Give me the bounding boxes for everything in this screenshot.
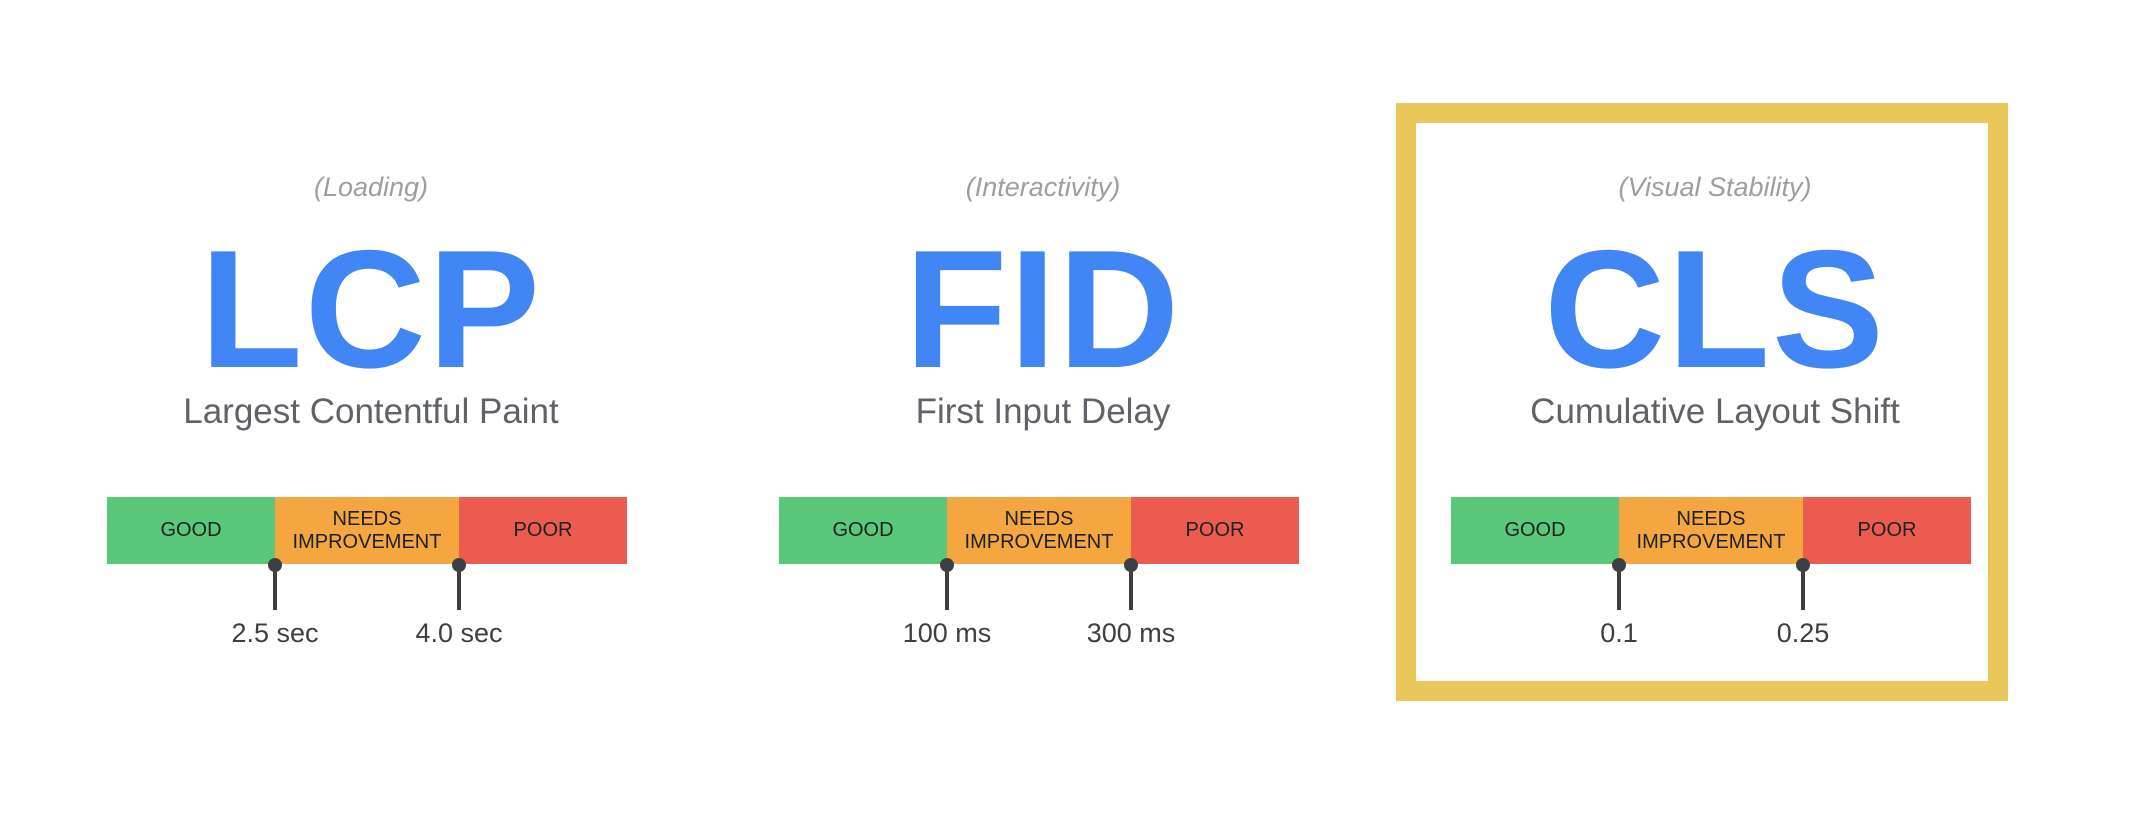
metric-full-name: First Input Delay	[915, 392, 1171, 431]
threshold-bar: GOOD NEEDS IMPROVEMENT POOR	[107, 497, 627, 564]
metric-fid: (Interactivity) FID First Input Delay GO…	[763, 0, 1323, 832]
highlight-frame	[1396, 103, 2008, 701]
segment-poor: POOR	[1131, 497, 1299, 564]
segment-needs-improvement: NEEDS IMPROVEMENT	[947, 497, 1131, 564]
threshold-marker-poor	[1124, 558, 1138, 610]
threshold-marker-good	[1612, 558, 1626, 610]
metric-category: (Loading)	[313, 172, 429, 202]
threshold-label-good: 2.5 sec	[231, 618, 319, 648]
metric-acronym: LCP	[200, 215, 542, 403]
metric-lcp: (Loading) LCP Largest Contentful Paint G…	[91, 0, 651, 832]
metric-category: (Visual Stability)	[1618, 172, 1812, 202]
metric-acronym: CLS	[1544, 215, 1886, 403]
metric-cls: (Visual Stability) CLS Cumulative Layout…	[1435, 0, 1995, 832]
threshold-label-good: 0.1	[1600, 618, 1638, 648]
metric-full-name: Cumulative Layout Shift	[1530, 392, 1900, 431]
segment-poor: POOR	[1803, 497, 1971, 564]
metric-full-name: Largest Contentful Paint	[183, 392, 559, 431]
threshold-marker-poor	[452, 558, 466, 610]
threshold-marker-poor	[1796, 558, 1810, 610]
segment-good: GOOD	[107, 497, 275, 564]
threshold-marker-good	[940, 558, 954, 610]
segment-needs-improvement: NEEDS IMPROVEMENT	[275, 497, 459, 564]
threshold-marker-good	[268, 558, 282, 610]
segment-good: GOOD	[779, 497, 947, 564]
threshold-label-poor: 0.25	[1776, 618, 1830, 648]
threshold-label-poor: 300 ms	[1086, 618, 1176, 648]
threshold-label-poor: 4.0 sec	[415, 618, 503, 648]
segment-poor: POOR	[459, 497, 627, 564]
metric-acronym: FID	[904, 215, 1182, 403]
segment-needs-improvement: NEEDS IMPROVEMENT	[1619, 497, 1803, 564]
metric-category: (Interactivity)	[965, 172, 1121, 202]
segment-good: GOOD	[1451, 497, 1619, 564]
threshold-bar: GOOD NEEDS IMPROVEMENT POOR	[1451, 497, 1971, 564]
threshold-label-good: 100 ms	[902, 618, 992, 648]
threshold-bar: GOOD NEEDS IMPROVEMENT POOR	[779, 497, 1299, 564]
